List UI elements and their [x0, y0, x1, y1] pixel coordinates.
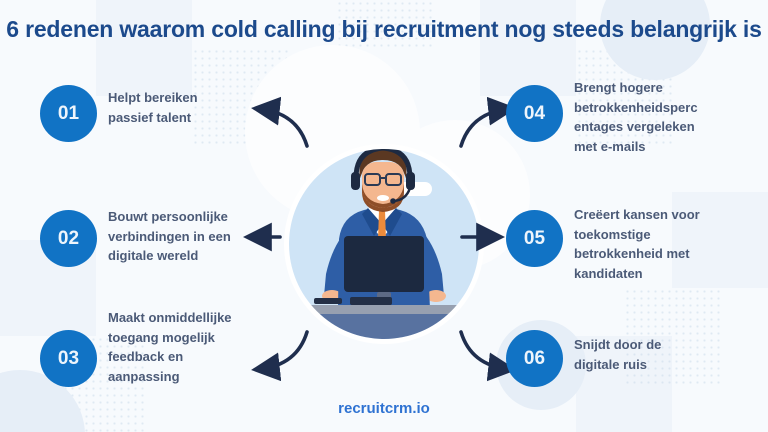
- call-center-agent-illustration: [284, 144, 484, 344]
- reason-number-badge-2: 02: [40, 210, 97, 267]
- background-tile: [672, 192, 768, 288]
- page-title: 6 redenen waarom cold calling bij recrui…: [6, 16, 762, 42]
- background-tile: [96, 0, 192, 96]
- reason-text-2: Bouwt persoonlijke verbindingen in een d…: [108, 209, 231, 263]
- reason-number-badge-6: 06: [506, 330, 563, 387]
- reason-text-6: Snijdt door de digitale ruis: [574, 337, 662, 372]
- reason-text-5: Creëert kansen voor toekomstige betrokke…: [574, 207, 700, 281]
- background-tile: [480, 0, 576, 96]
- reason-number-badge-1: 01: [40, 85, 97, 142]
- reason-number-badge-5: 05: [506, 210, 563, 267]
- reason-text-4: Brengt hogere betrokkenheidspercentages …: [574, 80, 698, 154]
- brand-logo-text: recruitcrm.io: [338, 400, 430, 417]
- reason-number-badge-4: 04: [506, 85, 563, 142]
- reason-text-1: Helpt bereiken passief talent: [108, 90, 198, 125]
- background-dots-tile: [624, 288, 720, 384]
- reason-number-badge-3: 03: [40, 330, 97, 387]
- reason-text-3: Maakt onmiddellijke toegang mogelijk fee…: [108, 310, 232, 384]
- agent-figure: [298, 149, 470, 339]
- background-dots-tile: [336, 0, 432, 48]
